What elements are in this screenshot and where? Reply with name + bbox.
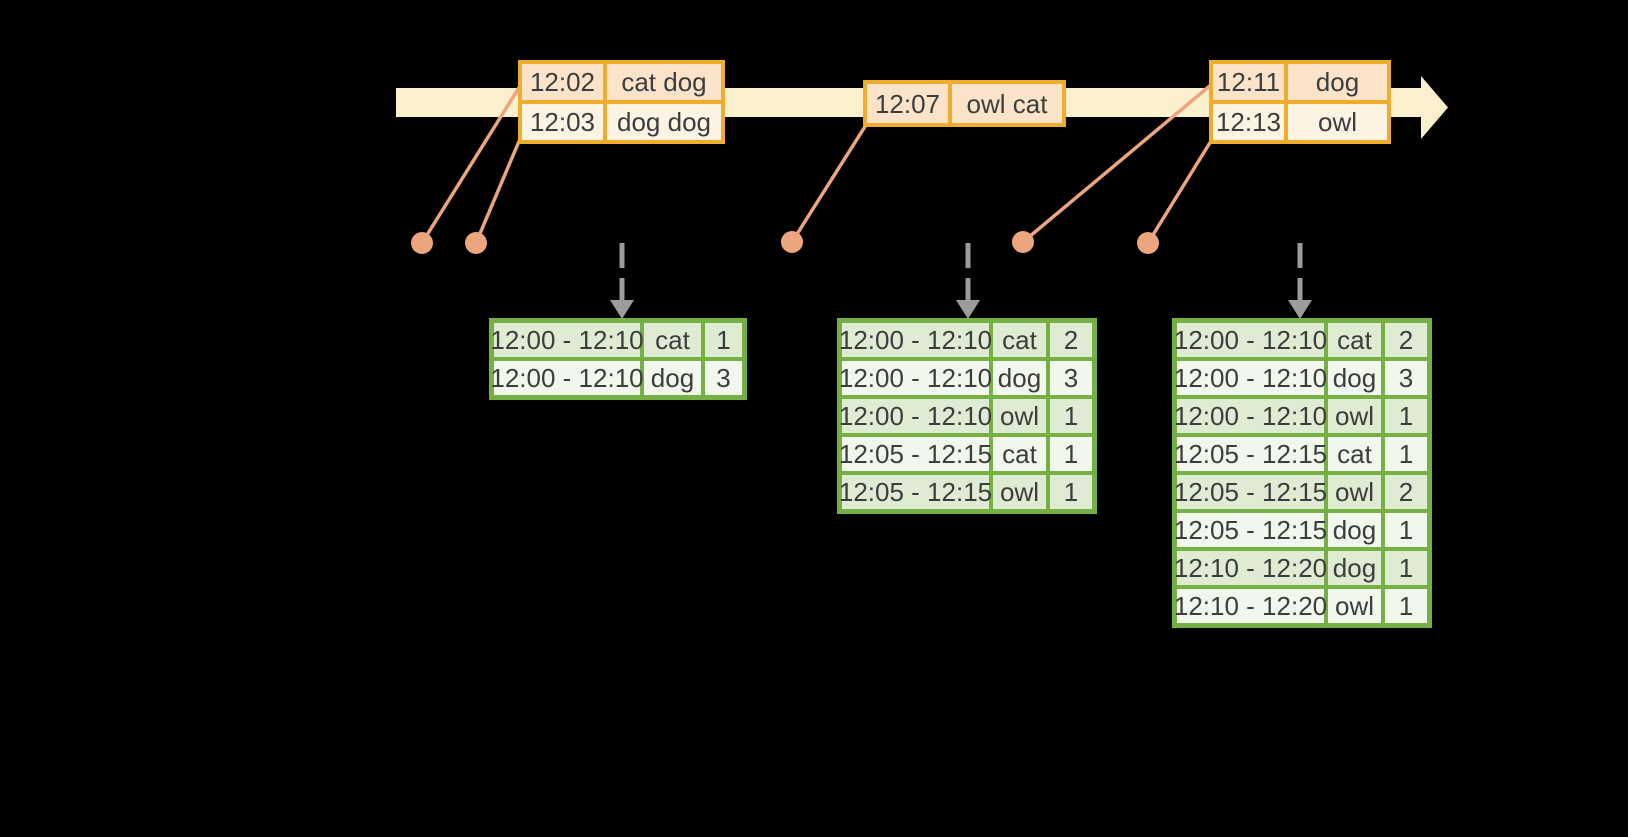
event-dot: [411, 232, 433, 254]
word-cell: cat: [1328, 323, 1381, 357]
connector-line: [1146, 139, 1213, 245]
window-cell: 12:05 - 12:15: [838, 437, 993, 471]
count-cell: 2: [1385, 323, 1427, 357]
window-cell: 12:05 - 12:15: [1173, 513, 1328, 547]
window-cell: 12:00 - 12:10: [838, 323, 993, 357]
connector-line: [420, 84, 522, 245]
timeline-arrowhead-icon: [1421, 76, 1448, 139]
window-cell: 12:00 - 12:10: [1173, 361, 1328, 395]
word-cell: owl: [1328, 399, 1381, 433]
window-cell: 12:05 - 12:15: [1173, 437, 1328, 471]
window-cell: 12:05 - 12:15: [838, 475, 993, 509]
event-words-cell: owl: [1288, 104, 1387, 140]
word-cell: cat: [993, 437, 1046, 471]
trigger-arrow-icon: [610, 243, 634, 319]
word-cell: owl: [1328, 475, 1381, 509]
event-time-cell: 12:07: [867, 84, 948, 123]
result-table: 12:00 - 12:10 cat 1 12:00 - 12:10 dog 3: [489, 318, 747, 400]
event-table: 12:07 owl cat: [863, 80, 1066, 127]
word-cell: cat: [993, 323, 1046, 357]
count-cell: 1: [705, 323, 742, 357]
event-dot: [1012, 231, 1034, 253]
count-cell: 2: [1385, 475, 1427, 509]
count-cell: 3: [1050, 361, 1092, 395]
event-words-cell: dog dog: [607, 104, 721, 140]
window-cell: 12:00 - 12:10: [1173, 323, 1328, 357]
event-time-cell: 12:03: [522, 104, 603, 140]
window-cell: 12:00 - 12:10: [838, 399, 993, 433]
event-table: 12:11 dog 12:13 owl: [1209, 60, 1391, 144]
count-cell: 3: [1385, 361, 1427, 395]
word-cell: dog: [1328, 513, 1381, 547]
trigger-arrow-icon: [1288, 243, 1312, 319]
word-cell: dog: [644, 361, 701, 395]
result-table: 12:00 - 12:10 cat 2 12:00 - 12:10 dog 3 …: [1172, 318, 1432, 628]
word-cell: owl: [993, 475, 1046, 509]
window-cell: 12:00 - 12:10: [490, 361, 644, 395]
count-cell: 1: [1385, 589, 1427, 623]
word-cell: dog: [1328, 361, 1381, 395]
window-cell: 12:05 - 12:15: [1173, 475, 1328, 509]
trigger-arrow-icon: [956, 243, 980, 319]
event-time-cell: 12:02: [522, 64, 603, 100]
count-cell: 1: [1050, 475, 1092, 509]
event-words-cell: dog: [1288, 64, 1387, 100]
word-cell: cat: [644, 323, 701, 357]
result-table: 12:00 - 12:10 cat 2 12:00 - 12:10 dog 3 …: [837, 318, 1097, 514]
word-cell: owl: [993, 399, 1046, 433]
window-cell: 12:00 - 12:10: [490, 323, 644, 357]
count-cell: 1: [1385, 437, 1427, 471]
event-time-cell: 12:13: [1213, 104, 1284, 140]
event-dot: [781, 231, 803, 253]
window-cell: 12:00 - 12:10: [838, 361, 993, 395]
word-cell: owl: [1328, 589, 1381, 623]
event-dot: [1137, 232, 1159, 254]
event-words-cell: owl cat: [952, 84, 1062, 123]
word-cell: dog: [993, 361, 1046, 395]
count-cell: 3: [705, 361, 742, 395]
count-cell: 2: [1050, 323, 1092, 357]
count-cell: 1: [1050, 437, 1092, 471]
event-dot: [465, 232, 487, 254]
word-cell: cat: [1328, 437, 1381, 471]
count-cell: 1: [1050, 399, 1092, 433]
connector-line: [474, 137, 522, 245]
event-table: 12:02 cat dog 12:03 dog dog: [518, 60, 725, 144]
window-cell: 12:10 - 12:20: [1173, 589, 1328, 623]
connector-line: [790, 123, 868, 244]
window-cell: 12:00 - 12:10: [1173, 399, 1328, 433]
window-cell: 12:10 - 12:20: [1173, 551, 1328, 585]
event-time-cell: 12:11: [1213, 64, 1284, 100]
event-words-cell: cat dog: [607, 64, 721, 100]
connector-line: [1021, 82, 1214, 244]
count-cell: 1: [1385, 513, 1427, 547]
word-cell: dog: [1328, 551, 1381, 585]
count-cell: 1: [1385, 399, 1427, 433]
count-cell: 1: [1385, 551, 1427, 585]
